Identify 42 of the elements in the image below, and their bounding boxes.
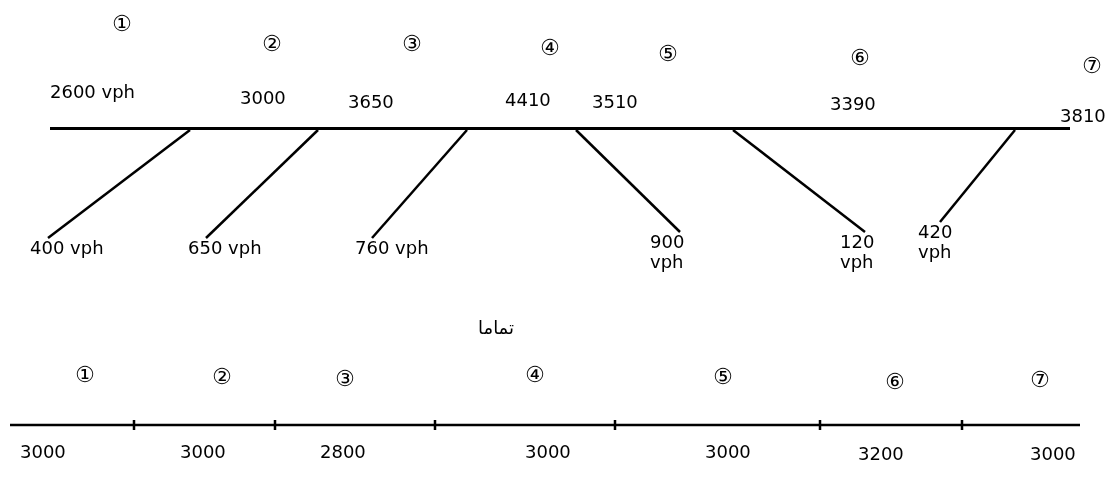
section-number: ③: [335, 369, 355, 389]
ramp-line: [939, 129, 1016, 223]
flow-label: 3000: [20, 442, 66, 462]
section-number: ②: [212, 367, 232, 387]
ramp-flow-label: 900 vph: [650, 232, 710, 278]
ramp-line: [47, 129, 191, 239]
section-number: ①: [75, 365, 95, 385]
section-number: ⑦: [1030, 370, 1050, 390]
section-number: ④: [540, 38, 560, 58]
section-number: ③: [402, 34, 422, 54]
freeway-line: [50, 127, 1070, 130]
flow-label: 3000: [1030, 444, 1076, 464]
ramp-flow-label: 400 vph: [30, 238, 120, 260]
section-number: ⑤: [658, 44, 678, 64]
section-number: ⑦: [1082, 56, 1102, 76]
section-number: ⑥: [850, 48, 870, 68]
section-number: ⑥: [885, 372, 905, 392]
flow-label: 3000: [705, 442, 751, 462]
ramp-line: [575, 129, 681, 233]
flow-label: 2600 vph: [50, 82, 136, 102]
note: تماما: [478, 318, 515, 338]
ramp-flow-label: 120 vph: [840, 232, 890, 278]
ramp-line: [732, 129, 866, 233]
flow-label: 3200: [858, 444, 904, 464]
flow-label: 2800: [320, 442, 366, 462]
flow-label: 3000: [180, 442, 226, 462]
flow-label: 3510: [592, 92, 638, 112]
flow-label: 3390: [830, 94, 876, 114]
ramp-line: [371, 129, 468, 239]
ramp-flow-label: 420 vph: [918, 222, 968, 268]
section-number: ②: [262, 34, 282, 54]
section-number: ①: [112, 14, 132, 34]
flow-label: 4410: [505, 90, 551, 110]
flow-label: 3650: [348, 92, 394, 112]
ramp-flow-label: 650 vph: [188, 238, 278, 260]
flow-label: 3810: [1060, 106, 1106, 126]
section-number: ④: [525, 365, 545, 385]
section-number: ⑤: [713, 367, 733, 387]
flow-label: 3000: [525, 442, 571, 462]
ramp-line: [205, 129, 319, 239]
flow-label: 3000: [240, 88, 286, 108]
ramp-flow-label: 760 vph: [355, 238, 445, 260]
